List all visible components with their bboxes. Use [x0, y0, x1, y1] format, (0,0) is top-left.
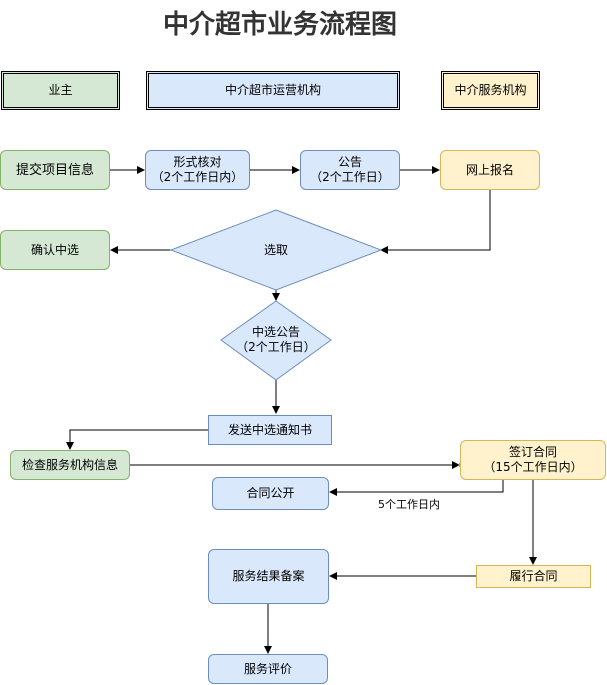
edge-label-contract-days: 5个工作日内 [378, 498, 440, 511]
edge-notice-to-checkinfo [66, 429, 208, 450]
select-announce-diamond [220, 300, 332, 381]
lane-operator: 中介超市运营机构 [146, 71, 400, 110]
lane-service: 中介服务机构 [441, 71, 540, 110]
page-title: 中介超市业务流程图 [162, 10, 397, 40]
node-register: 网上报名 [440, 150, 540, 190]
node-sign-contract: 签订合同 （15个工作日内） [460, 440, 606, 480]
node-announce: 公告 （2个工作日） [300, 150, 400, 190]
node-evaluate: 服务评价 [208, 654, 328, 684]
node-confirm: 确认中选 [0, 230, 110, 270]
node-select-announce: 中选公告 （2个工作日） [236, 325, 316, 354]
node-check-info: 检查服务机构信息 [10, 450, 130, 480]
node-fulfill: 履行合同 [476, 565, 591, 588]
node-submit-info: 提交项目信息 [0, 150, 110, 190]
node-formal-check: 形式核对 （2个工作日内） [145, 150, 250, 190]
node-record: 服务结果备案 [208, 549, 329, 604]
node-select: 选取 [263, 242, 288, 257]
edge-sign-to-public [329, 480, 504, 496]
lane-owner: 业主 [1, 71, 120, 110]
select-decision-diamond [169, 209, 383, 291]
node-send-notice: 发送中选通知书 [208, 415, 332, 445]
node-contract-public: 合同公开 [212, 477, 329, 510]
edge-register-to-select [380, 190, 491, 254]
